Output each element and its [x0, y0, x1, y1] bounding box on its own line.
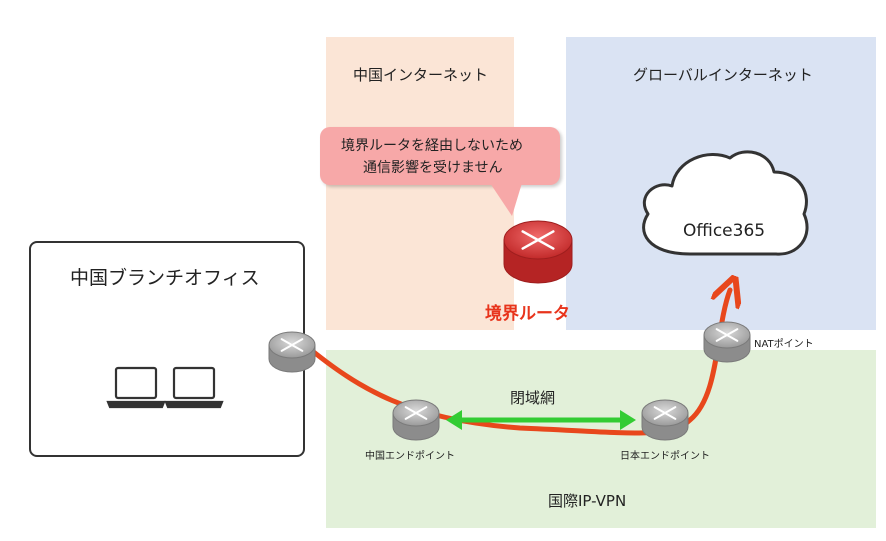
branch-office-label: 中国ブランチオフィス	[70, 267, 260, 289]
callout-bubble	[320, 127, 560, 185]
cloud-label: Office365	[683, 221, 766, 241]
laptop-icon	[164, 366, 224, 409]
branch-router-icon	[268, 331, 316, 373]
china-endpoint-label: 中国エンドポイント	[365, 451, 455, 462]
china-endpoint-router-icon	[392, 399, 440, 441]
callout-tail	[490, 183, 522, 216]
global-internet-label: グローバルインターネット	[633, 66, 813, 84]
nat-router-icon	[703, 321, 751, 363]
closed-network-arrow	[446, 410, 636, 430]
closed-network-label: 閉域網	[510, 389, 556, 407]
nat-point-label: NATポイント	[754, 339, 814, 350]
callout-line-1: 境界ルータを経由しないため	[341, 138, 523, 154]
route-arrow	[302, 290, 730, 436]
china-internet-label: 中国インターネット	[353, 66, 489, 84]
ip-vpn-label: 国際IP-VPN	[548, 492, 627, 510]
border-router-icon	[503, 220, 573, 284]
japan-endpoint-label: 日本エンドポイント	[620, 451, 710, 462]
border-router-label: 境界ルータ	[485, 304, 570, 324]
laptop-icon	[106, 366, 166, 409]
cloud-icon	[642, 150, 809, 256]
japan-endpoint-router-icon	[641, 399, 689, 441]
callout-line-2: 通信影響を受けません	[363, 160, 503, 176]
